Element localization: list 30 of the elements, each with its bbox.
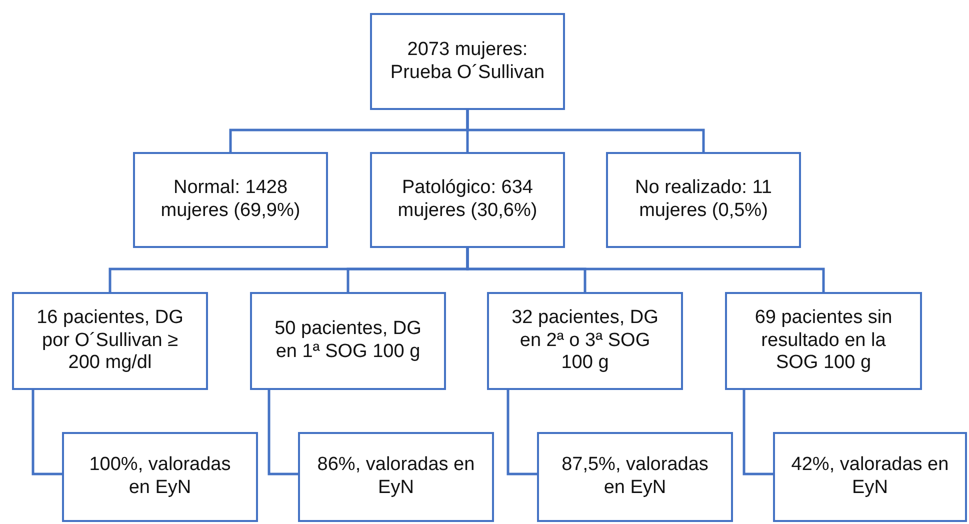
box-text: 16 pacientes, DG por O´Sullivan ≥ 200 mg/dl bbox=[36, 306, 184, 376]
connector-line bbox=[466, 248, 825, 292]
flow-box bbox=[606, 152, 801, 248]
flow-box bbox=[298, 432, 494, 522]
connector-line bbox=[32, 390, 62, 476]
box-text: 42%, valoradas en EyN bbox=[790, 454, 950, 500]
box-text: 2073 mujeres: Prueba O´Sullivan bbox=[389, 38, 546, 84]
connector-line bbox=[466, 110, 705, 152]
box-text: 86%, valoradas en EyN bbox=[316, 454, 476, 500]
box-text: 87,5%, valoradas en EyN bbox=[560, 454, 710, 500]
box-text: Patológico: 634 mujeres (30,6%) bbox=[396, 177, 538, 223]
flow-box bbox=[370, 13, 565, 110]
flow-box bbox=[370, 152, 565, 248]
flow-box bbox=[250, 292, 446, 390]
box-text: 50 pacientes, DG en 1ª SOG 100 g bbox=[274, 318, 422, 364]
connector-line bbox=[506, 390, 537, 476]
flow-box bbox=[725, 292, 922, 390]
flow-box bbox=[487, 292, 683, 390]
box-text: 100%, valoradas en EyN bbox=[88, 454, 232, 500]
box-text: No realizado: 11 mujeres (0,5%) bbox=[634, 177, 773, 223]
box-text: 69 pacientes sin resultado en la SOG 100 g bbox=[754, 306, 894, 376]
connector-line bbox=[742, 390, 773, 476]
box-text: 32 pacientes, DG en 2ª o 3ª SOG 100 g bbox=[510, 306, 660, 376]
flow-box bbox=[12, 292, 208, 390]
box-text: Normal: 1428 mujeres (69,9%) bbox=[160, 177, 302, 223]
flow-box bbox=[773, 432, 967, 522]
connector-line bbox=[268, 390, 298, 476]
flow-box bbox=[537, 432, 733, 522]
flow-box bbox=[62, 432, 258, 522]
flow-box bbox=[133, 152, 328, 248]
